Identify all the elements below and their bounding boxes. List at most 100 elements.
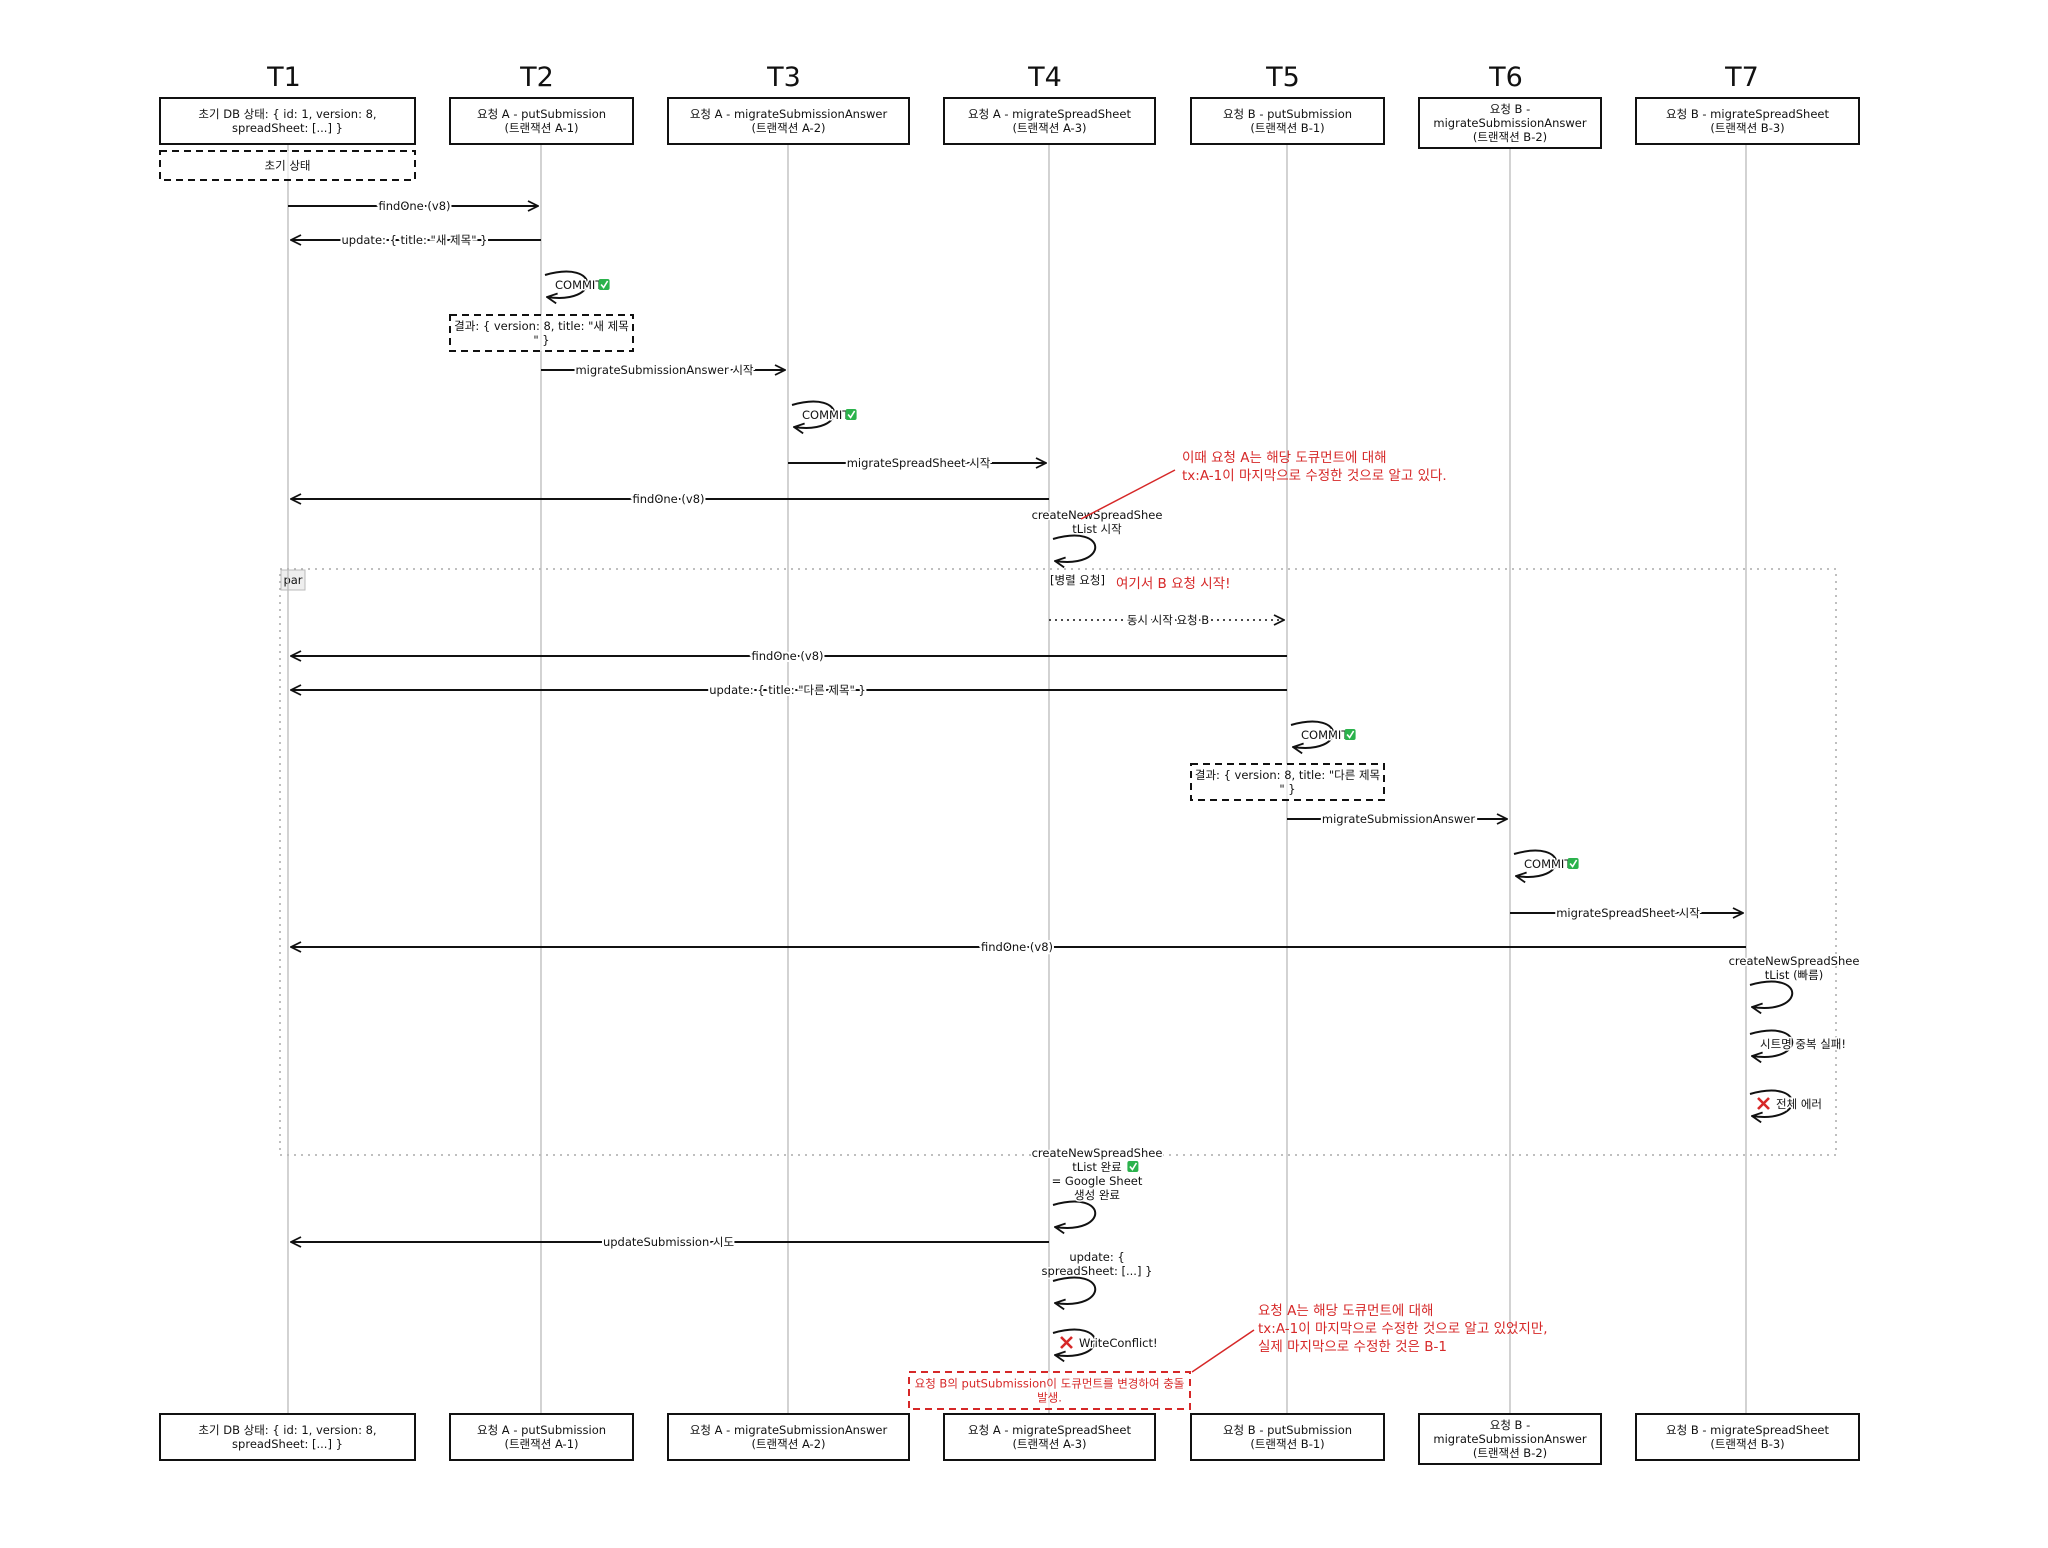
- note-text: " }: [1279, 782, 1295, 796]
- self-message-label: createNewSpreadShee: [1729, 954, 1860, 968]
- self-message: COMMIT: [1290, 720, 1356, 748]
- participant-title-t5: T5: [1265, 62, 1300, 93]
- participant-label: migrateSubmissionAnswer: [1433, 116, 1586, 130]
- participant-footer-t3[interactable]: 요청 A - migrateSubmissionAnswer(트랜잭션 A-2): [667, 1413, 910, 1461]
- participant-title-t2: T2: [519, 62, 554, 93]
- self-message-label: tList 완료: [1072, 1160, 1121, 1174]
- self-message: 전체 에러: [1749, 1089, 1823, 1117]
- message-label: migrateSubmissionAnswer: [1322, 812, 1475, 826]
- participant-label: 요청 B - migrateSpreadSheet: [1666, 107, 1829, 121]
- message-arrow: migrateSpreadSheet 시작: [1510, 904, 1743, 922]
- message-label: update: { title: "새 제목" }: [342, 233, 488, 247]
- participant-header-t5[interactable]: 요청 B - putSubmission(트랜잭션 B-1): [1190, 97, 1385, 145]
- self-message: COMMIT: [1513, 849, 1579, 877]
- participant-label: (트랜잭션 A-3): [1012, 1437, 1086, 1451]
- message-label: migrateSpreadSheet 시작: [1556, 906, 1700, 920]
- message-arrow: update: { title: "다른 제목" }: [291, 681, 1287, 699]
- self-message-label: COMMIT: [555, 278, 603, 292]
- message-label: 동시 시작 요청 B: [1127, 613, 1209, 627]
- message-arrow: update: { title: "새 제목" }: [291, 231, 541, 249]
- note-text: " }: [533, 333, 549, 347]
- participant-label: 요청 A - putSubmission: [477, 107, 606, 121]
- message-arrow: 동시 시작 요청 B: [1049, 611, 1284, 629]
- participant-label: (트랜잭션 A-2): [751, 121, 825, 135]
- participant-label: (트랜잭션 B-3): [1710, 121, 1784, 135]
- participant-title-t1: T1: [266, 62, 301, 93]
- participant-label: (트랜잭션 A-1): [504, 1437, 578, 1451]
- annotation-line: 이때 요청 A는 해당 도큐먼트에 대해: [1182, 450, 1387, 466]
- participant-label: 요청 B -: [1490, 102, 1531, 116]
- participant-label: 요청 A - migrateSubmissionAnswer: [690, 107, 888, 121]
- participant-header-t7[interactable]: 요청 B - migrateSpreadSheet(트랜잭션 B-3): [1635, 97, 1860, 145]
- note-result-a: 결과: { version: 8, title: "새 제목" }: [449, 314, 634, 352]
- check-icon: [1567, 858, 1579, 869]
- self-message: COMMIT: [544, 270, 610, 298]
- participant-footer-t6[interactable]: 요청 B -migrateSubmissionAnswer(트랜잭션 B-2): [1418, 1413, 1602, 1465]
- participant-footer-t5[interactable]: 요청 B - putSubmission(트랜잭션 B-1): [1190, 1413, 1385, 1461]
- check-icon: [845, 409, 857, 420]
- self-message: update: {spreadSheet: [...] }: [1040, 1249, 1154, 1304]
- message-label: migrateSubmissionAnswer 시작: [575, 363, 753, 377]
- participant-footer-t2[interactable]: 요청 A - putSubmission(트랜잭션 A-1): [449, 1413, 634, 1461]
- participant-label: 요청 B -: [1490, 1418, 1531, 1432]
- participant-label: 요청 B - putSubmission: [1223, 107, 1352, 121]
- message-arrow: migrateSubmissionAnswer 시작: [541, 361, 785, 379]
- participant-title-t3: T3: [766, 62, 801, 93]
- participant-footer-t4[interactable]: 요청 A - migrateSpreadSheet(트랜잭션 A-3): [943, 1413, 1156, 1461]
- message-arrow: findOne (v8): [288, 197, 538, 215]
- participant-title-t4: T4: [1027, 62, 1062, 93]
- annotation-line: 실제 마지막으로 수정한 것은 B-1: [1258, 1339, 1447, 1355]
- participant-label: 요청 B - putSubmission: [1223, 1423, 1352, 1437]
- self-message-label: createNewSpreadShee: [1032, 508, 1163, 522]
- par-highlight: 여기서 B 요청 시작!: [1116, 576, 1231, 592]
- note-text: 요청 B의 putSubmission이 도큐먼트를 변경하여 충돌: [915, 1377, 1185, 1391]
- note-text: 결과: { version: 8, title: "새 제목: [454, 319, 629, 333]
- check-icon: [1344, 729, 1356, 740]
- participant-label: migrateSubmissionAnswer: [1433, 1432, 1586, 1446]
- participant-label: 요청 A - putSubmission: [477, 1423, 606, 1437]
- message-label: findOne (v8): [633, 492, 705, 506]
- self-message-label: tList (빠름): [1765, 968, 1823, 982]
- par-guard: [병렬 요청]: [1050, 573, 1105, 587]
- message-label: update: { title: "다른 제목" }: [709, 683, 866, 697]
- message-label: findOne (v8): [752, 649, 824, 663]
- participant-label: (트랜잭션 A-1): [504, 121, 578, 135]
- self-message-label: update: {: [1069, 1250, 1124, 1264]
- participant-label: 요청 B - migrateSpreadSheet: [1666, 1423, 1829, 1437]
- participant-header-t4[interactable]: 요청 A - migrateSpreadSheet(트랜잭션 A-3): [943, 97, 1156, 145]
- participant-footer-t1[interactable]: 초기 DB 상태: { id: 1, version: 8,spreadShee…: [159, 1413, 416, 1461]
- self-message-label: COMMIT: [802, 408, 850, 422]
- message-arrow: findOne (v8): [291, 938, 1746, 956]
- participant-label: (트랜잭션 B-3): [1710, 1437, 1784, 1451]
- cross-icon: [1060, 1336, 1073, 1349]
- participant-header-t1[interactable]: 초기 DB 상태: { id: 1, version: 8,spreadShee…: [159, 97, 416, 145]
- participant-label: 요청 A - migrateSpreadSheet: [968, 107, 1131, 121]
- participant-header-t2[interactable]: 요청 A - putSubmission(트랜잭션 A-1): [449, 97, 634, 145]
- check-icon: [598, 279, 610, 290]
- participant-header-t6[interactable]: 요청 B -migrateSubmissionAnswer(트랜잭션 B-2): [1418, 97, 1602, 149]
- cross-icon: [1757, 1097, 1770, 1110]
- self-message-label: 시트명 중복 실패!: [1760, 1037, 1846, 1051]
- self-message-label: COMMIT: [1301, 728, 1349, 742]
- participant-label: (트랜잭션 B-2): [1473, 1446, 1547, 1460]
- participant-label: (트랜잭션 B-2): [1473, 130, 1547, 144]
- message-arrow: findOne (v8): [291, 490, 1049, 508]
- self-message-label: spreadSheet: [...] }: [1042, 1264, 1153, 1278]
- annotation-line: tx:A-1이 마지막으로 수정한 것으로 알고 있었지만,: [1258, 1321, 1548, 1337]
- message-label: updateSubmission 시도: [603, 1235, 734, 1249]
- participant-title-t6: T6: [1488, 62, 1523, 93]
- participant-label: (트랜잭션 B-1): [1250, 121, 1324, 135]
- check-icon: [1127, 1161, 1139, 1172]
- participant-label: 요청 A - migrateSpreadSheet: [968, 1423, 1131, 1437]
- participant-header-t3[interactable]: 요청 A - migrateSubmissionAnswer(트랜잭션 A-2): [667, 97, 910, 145]
- participant-footer-t7[interactable]: 요청 B - migrateSpreadSheet(트랜잭션 B-3): [1635, 1413, 1860, 1461]
- message-label: findOne (v8): [981, 940, 1053, 954]
- self-message-label: WriteConflict!: [1079, 1336, 1158, 1350]
